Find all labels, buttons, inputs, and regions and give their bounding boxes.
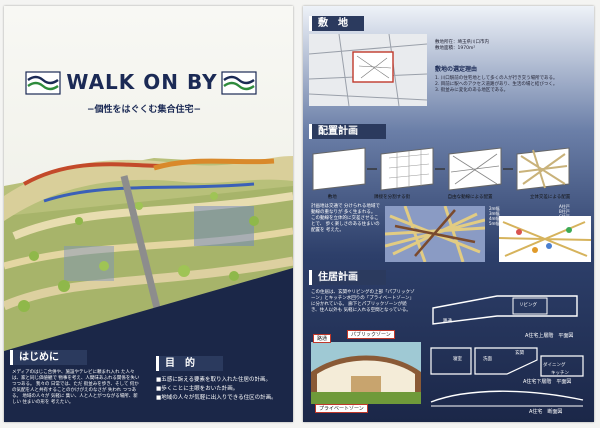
room-dining: ダイニング <box>543 363 566 368</box>
legend-width-item: 2m幅 <box>489 206 500 211</box>
purpose-list: ■五感に訴える要素を取り入れた住居の計画。 ■歩くことに主眼をおいた計画。 ■地… <box>156 376 290 403</box>
site-location: 敷地所在：埼玉県川口市内 <box>435 40 489 45</box>
legend-unit-item: C住戸 <box>559 214 570 219</box>
housing-description: この住居は、玄関やリビングの上部「パブリックゾーン」とキッチン水回りの「プライベ… <box>311 290 415 313</box>
layout-step-label: 自由な動線による配置 <box>447 195 493 200</box>
left-poster-art <box>4 6 293 422</box>
layout-description: 計画地は交通で 分けられる地域で 動線の重なりが 多く生まれる。 この動線を立体… <box>311 204 380 233</box>
site-heading: 敷 地 <box>309 16 364 31</box>
plan-lower-image <box>430 347 584 377</box>
room-living: リビング <box>519 303 537 308</box>
purpose-item: ■地域の人々が気軽に出入りできる住区の計画。 <box>156 395 277 401</box>
layout-step-label: 隣接を分割する街 <box>374 195 411 200</box>
layout-stick-model-image <box>385 206 485 262</box>
section-drawing-image <box>430 390 584 407</box>
intro-body: メディアのはじこ合併や、施設やテレビに頼まれ入れ た人々は、家と同じ価値観で 物… <box>12 370 140 405</box>
poster-subtitle: −個性をはぐくむ集合住宅− <box>86 105 202 115</box>
legend-width-item: 3m幅 <box>489 211 500 216</box>
site-reason-title: 敷地の選定理由 <box>435 66 478 73</box>
site-reason-item: 2. 目前に駅へのアクセス道路があり、生活の場と結びつく。 <box>435 82 558 87</box>
purpose-heading: 目 的 <box>156 356 223 371</box>
left-poster-sheet: WALK ON BY −個性をはぐくむ集合住宅− はじめに メディアのはじこ合併… <box>4 6 293 422</box>
site-reasons: 1. 川口駅前の住宅地として多くの人が行き交う場所である。 2. 目前に駅へのア… <box>435 76 585 94</box>
site-reason-item: 1. 川口駅前の住宅地として多くの人が行き交う場所である。 <box>435 76 558 81</box>
tag-private-zone: プライベートゾーン <box>315 404 368 413</box>
plan-lower-caption: A住宅下層階 平面図 <box>523 379 572 385</box>
right-poster-sheet: 敷 地 敷地所在：埼玉県川口市内 敷地面積：1970m² 敷地の選定理由 1. … <box>303 6 594 422</box>
layout-color-plan-image <box>499 216 591 262</box>
plan-upper-caption: A住宅上層階 平面図 <box>525 333 574 339</box>
poster-title: WALK ON BY <box>66 70 218 94</box>
wave-icon-right <box>221 71 257 95</box>
legend-width-item: 4m幅 <box>489 216 500 221</box>
site-area: 敷地面積：1970m² <box>435 46 476 51</box>
site-map-image <box>309 34 427 106</box>
section-caption: A住宅 断面図 <box>529 409 563 415</box>
plan-upper-image <box>432 295 578 325</box>
housing-section-render-image <box>311 342 421 404</box>
layout-legend-b: A住戸 B住戸 C住戸 D住戸 <box>559 204 570 224</box>
tag-public-zone: パブリックゾーン <box>347 330 395 339</box>
room-wash: 洗面 <box>483 357 492 362</box>
purpose-item: ■五感に訴える要素を取り入れた住居の計画。 <box>156 377 272 383</box>
legend-unit-item: D住戸 <box>559 219 571 224</box>
housing-heading: 住居計画 <box>309 270 386 285</box>
legend-unit-item: A住戸 <box>559 204 570 209</box>
intro-heading: はじめに <box>10 350 87 365</box>
layout-legend-a: 2m幅 3m幅 4m幅 5m幅 <box>489 206 499 226</box>
site-reason-item: 3. 街並みに変化のある地区である。 <box>435 88 509 93</box>
layout-step-label: 立体交差による配置 <box>529 195 571 200</box>
tag-top: 路通 <box>313 334 332 343</box>
wave-icon-left <box>25 71 61 95</box>
room-passage: 路通 <box>443 319 452 324</box>
purpose-item: ■歩くことに主眼をおいた計画。 <box>156 386 239 392</box>
legend-unit-item: B住戸 <box>559 209 570 214</box>
room-kitchen: キッチン <box>551 371 569 376</box>
layout-process-diagram <box>312 147 570 191</box>
layout-step-labels: 敷地 隣接を分割する街 自由な動線による配置 立体交差による配置 <box>309 194 589 200</box>
legend-width-item: 5m幅 <box>489 221 500 226</box>
room-entry: 玄関 <box>515 351 524 356</box>
layout-step-label: 敷地 <box>327 195 337 200</box>
site-info: 敷地所在：埼玉県川口市内 敷地面積：1970m² <box>435 40 535 52</box>
layout-heading: 配置計画 <box>309 124 386 139</box>
room-bedroom: 寝室 <box>453 357 462 362</box>
